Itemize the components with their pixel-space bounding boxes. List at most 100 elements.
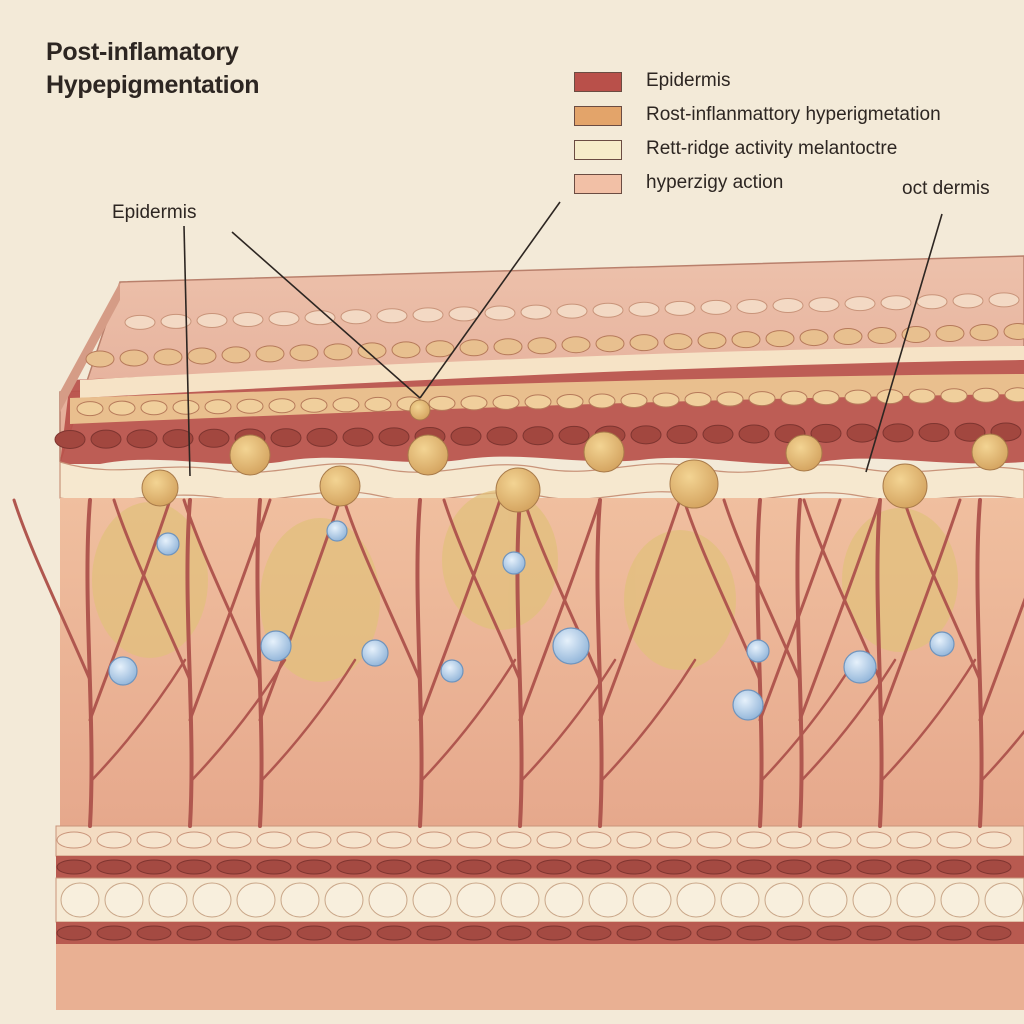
vessel-branch <box>188 498 272 722</box>
melanocyte <box>495 467 541 513</box>
cell <box>556 393 584 409</box>
cell <box>236 398 264 414</box>
cell <box>459 339 489 357</box>
cell <box>492 394 520 410</box>
cell <box>484 305 516 321</box>
cell <box>896 882 936 918</box>
vessel-branch <box>88 498 172 722</box>
cell <box>256 925 292 941</box>
cell <box>844 296 876 312</box>
cell <box>738 424 770 444</box>
cell <box>236 882 276 918</box>
cell <box>536 925 572 941</box>
cell <box>456 925 492 941</box>
cell <box>104 882 144 918</box>
cell <box>376 308 408 324</box>
cell <box>544 882 584 918</box>
vessel-branch <box>598 498 682 722</box>
immune-cell <box>732 689 764 721</box>
cell <box>576 925 612 941</box>
cell <box>376 859 412 875</box>
cell <box>896 859 932 875</box>
cell <box>556 303 588 319</box>
vessel-branch <box>600 658 697 782</box>
cell <box>54 429 86 449</box>
cell <box>764 882 804 918</box>
vessel-trunk <box>975 498 984 828</box>
cell <box>256 831 292 849</box>
vessel-trunk <box>415 498 424 828</box>
vessel-branch <box>522 498 602 682</box>
cell <box>984 882 1024 918</box>
cell <box>306 427 338 447</box>
legend-swatch <box>574 140 622 160</box>
cell <box>493 338 523 356</box>
cell <box>616 831 652 849</box>
cell <box>952 293 984 309</box>
cell <box>323 343 353 361</box>
cell <box>270 428 302 448</box>
cell <box>780 390 808 406</box>
cell <box>192 882 232 918</box>
immune-cell <box>746 639 770 663</box>
cell <box>232 312 264 328</box>
cell <box>456 882 496 918</box>
immune-cell <box>326 520 348 542</box>
cell <box>56 831 92 849</box>
cell <box>716 391 744 407</box>
legend-swatch <box>574 72 622 92</box>
cell <box>204 399 232 415</box>
immune-cell <box>929 631 955 657</box>
cell <box>896 925 932 941</box>
cell <box>289 344 319 362</box>
cell <box>416 859 452 875</box>
immune-cell <box>843 650 877 684</box>
immune-cell <box>108 656 138 686</box>
melanocyte <box>669 459 719 509</box>
cell <box>119 349 149 367</box>
vessel-trunk <box>795 498 804 828</box>
cell <box>969 323 999 341</box>
cell <box>629 334 659 352</box>
cell <box>364 396 392 412</box>
cell <box>697 332 727 350</box>
vessel-branch <box>420 658 517 782</box>
vessel-trunk <box>185 498 194 828</box>
cell <box>221 346 251 364</box>
cell <box>816 859 852 875</box>
cell <box>856 925 892 941</box>
cell <box>527 337 557 355</box>
cell <box>731 331 761 349</box>
cell <box>342 427 374 447</box>
cell <box>456 859 492 875</box>
cell <box>976 925 1012 941</box>
legend-label: Rost-inflanmattory hyperigmetation <box>646 104 941 125</box>
vessel-branch <box>182 498 262 682</box>
vessel-branch <box>518 498 602 722</box>
cell <box>772 298 804 314</box>
cell <box>616 859 652 875</box>
melanocyte <box>407 434 449 476</box>
cell <box>663 333 693 351</box>
cell <box>296 859 332 875</box>
cell <box>666 425 698 445</box>
melanocyte <box>882 463 928 509</box>
cell <box>810 423 842 443</box>
cell <box>656 831 692 849</box>
cell <box>816 831 852 849</box>
cell <box>592 302 624 318</box>
vessel-branch <box>90 658 187 782</box>
cell <box>496 925 532 941</box>
cell <box>376 925 412 941</box>
cell <box>595 335 625 353</box>
cell <box>736 298 768 314</box>
cell <box>936 859 972 875</box>
cell <box>336 859 372 875</box>
cell <box>972 387 1000 403</box>
cell <box>216 831 252 849</box>
cell <box>684 392 712 408</box>
cell <box>576 831 612 849</box>
cell <box>450 426 482 446</box>
cell <box>1003 322 1024 340</box>
cell <box>428 395 456 411</box>
